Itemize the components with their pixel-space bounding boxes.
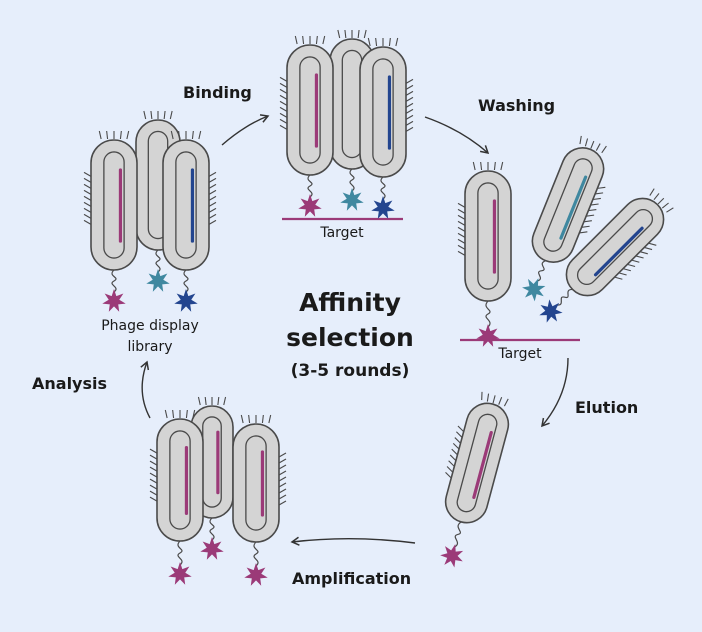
phage-library-right <box>162 130 217 312</box>
step-label-analysis: Analysis <box>32 374 107 393</box>
arrow-elution <box>541 357 569 428</box>
arrow-washing <box>424 116 490 155</box>
step-label-amplification: Amplification <box>292 569 411 588</box>
phage-amplified-right <box>232 414 287 586</box>
target-label-washing: Target <box>497 346 542 362</box>
center-title-line1: Affinity <box>299 288 401 317</box>
phage-washing-bound <box>457 161 512 347</box>
library-label-line1: Phage display <box>101 318 199 334</box>
cycle-arrows <box>140 114 569 546</box>
phage-amplified-left <box>149 409 204 585</box>
phage-binding-left <box>279 35 334 217</box>
center-title-line2: selection <box>286 323 414 352</box>
arrow-amplification <box>290 536 416 546</box>
phage-washing-teal <box>522 135 607 302</box>
phage-binding-right <box>359 37 414 219</box>
step-label-elution: Elution <box>575 398 638 417</box>
phage-eluted <box>440 391 510 568</box>
phage-washing-navy <box>539 188 674 323</box>
phage-library-left <box>83 130 138 312</box>
step-label-binding: Binding <box>183 83 252 102</box>
step-label-washing: Washing <box>478 96 555 115</box>
center-title-rounds: (3-5 rounds) <box>291 361 410 381</box>
phage-groups <box>83 29 674 586</box>
target-label-binding: Target <box>319 225 364 241</box>
arrow-analysis <box>140 360 151 419</box>
arrow-binding <box>221 114 270 146</box>
library-label-line2: library <box>127 339 172 355</box>
